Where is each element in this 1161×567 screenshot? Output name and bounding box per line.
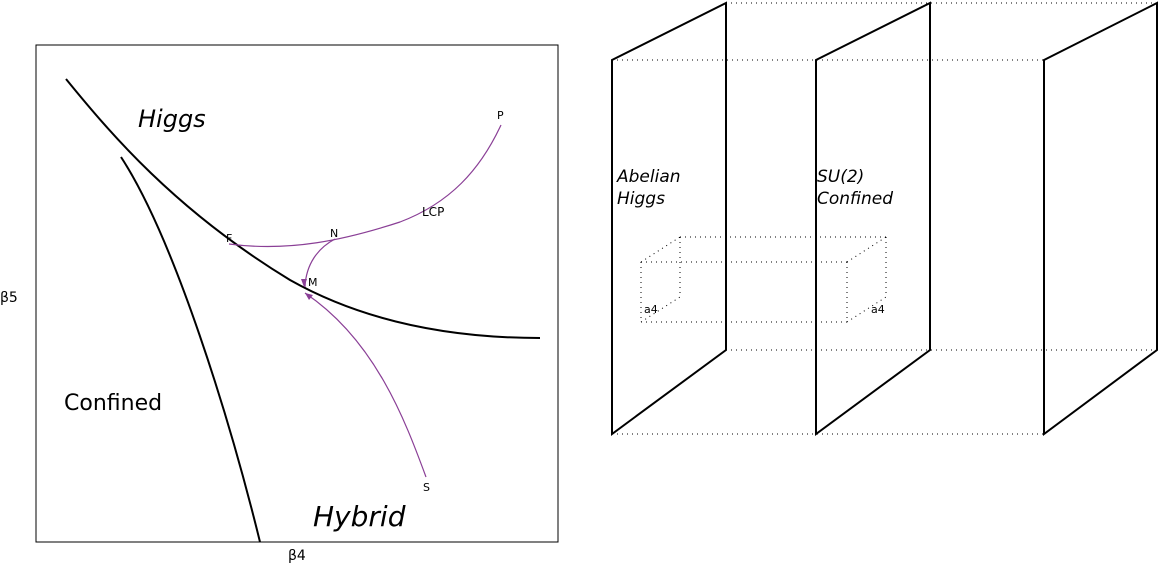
point-p-label: P (497, 109, 504, 122)
x-axis-label: β4 (288, 548, 306, 564)
point-n-label: N (330, 227, 338, 240)
layer-plane-3 (1043, 1, 1158, 436)
region-hybrid: Hybrid (313, 500, 406, 533)
layer-diagram: Abelian Higgs SU(2) Confined a4 a4 (611, 1, 1158, 436)
lcp-curve (228, 124, 502, 248)
extent-label-right: a4 (871, 303, 885, 316)
higgs-phase-boundary (65, 78, 541, 339)
layer1-label-line1: Abelian (616, 167, 681, 187)
region-confined: Confined (64, 391, 162, 416)
layer-plane-2 (815, 1, 931, 436)
layer2-label-line1: SU(2) (817, 167, 864, 187)
region-higgs: Higgs (138, 105, 206, 133)
plot-frame (35, 44, 559, 543)
arrow-head-up (305, 293, 313, 300)
point-m-label: M (308, 276, 318, 289)
extent-label-left: a4 (644, 303, 658, 316)
layer1-label-line2: Higgs (617, 189, 665, 209)
lcp-label: LCP (422, 205, 444, 219)
layer2-label-line2: Confined (817, 189, 893, 209)
layer-connectors (612, 2, 1157, 435)
point-f-label: F (226, 232, 232, 245)
phase-diagram: Higgs Confined Hybrid P N F M S LCP β5 β… (0, 44, 559, 564)
confined-phase-boundary (120, 156, 261, 543)
layer-plane-1 (611, 1, 727, 436)
s-to-m-curve (304, 292, 427, 478)
arrow-head-down (301, 279, 307, 287)
point-s-label: S (423, 481, 430, 494)
y-axis-label: β5 (0, 290, 18, 306)
